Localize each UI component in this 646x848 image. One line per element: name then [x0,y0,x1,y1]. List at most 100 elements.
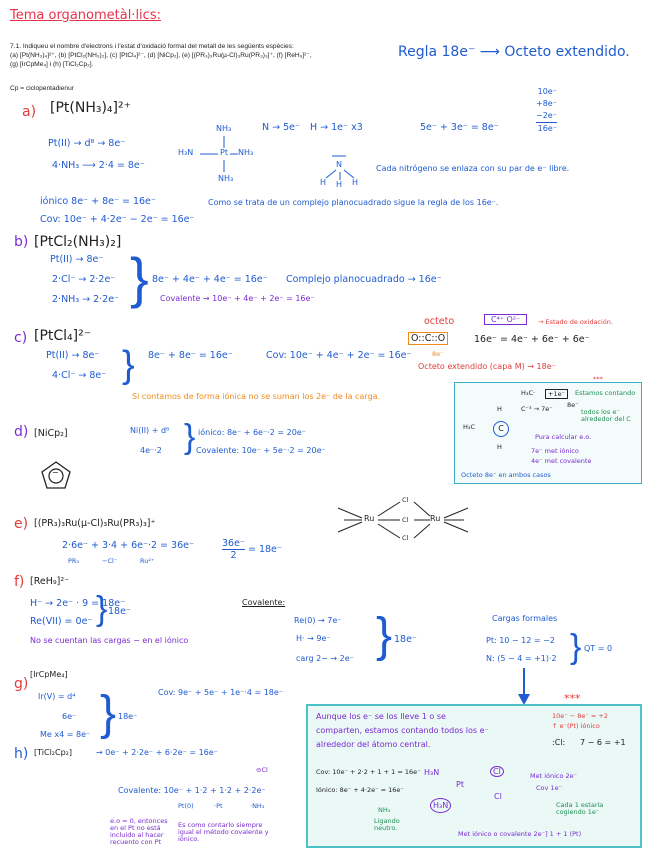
methyl-eight: 8e⁻ [567,401,579,409]
a-h1: H → 1e⁻ x3 [310,122,363,133]
f-qt: QT = 0 [584,644,613,653]
task-statement: 7.1. Indiqueu el nombre d'electrons i l'… [10,42,312,69]
ru-bonds [337,501,469,539]
c-ox-state: C⁴⁺ O²⁻ [484,314,528,325]
c-count: 16e⁻ = 4e⁻ + 6e⁻ + 6e⁻ [474,334,590,345]
d-cp: 4e⁻·2 [140,446,162,455]
formula-c: [PtCl₄]²⁻ [34,328,92,344]
amine-drawing: N H H H [318,148,364,192]
d-ionic: iónico: 8e⁻ + 6e⁻·2 = 20e⁻ [198,428,306,437]
cp-ring-icon [41,461,71,489]
e-sum: 2·6e⁻ + 3·4 + 6e⁻·2 = 36e⁻ [62,540,194,551]
cl-mid: Cl [402,516,409,524]
rule-18e: Regla 18e⁻ ⟶ Octeto extendido. [398,44,630,60]
methyl-h-top: H [497,405,502,413]
methyl-pure: Pura calcular e.o. [535,433,592,441]
box-pt: Pt [456,780,464,789]
complex-pt-center: Pt [220,148,228,157]
formula-g: [IrCpMe₄] [30,670,68,679]
e-frac: 36e⁻2 = 18e⁻ [222,538,282,561]
a-sum5: 5e⁻ + 3e⁻ = 8e⁻ [420,122,499,133]
box-ionic: Iónico: 8e⁻ + 4·2e⁻ = 16e⁻ [316,786,404,794]
methyl-bottom: Octeto 8e⁻ en ambos casos [461,471,551,479]
c-lewis: O::C::O [408,332,449,345]
g-me: Me x4 = 8e⁻ [40,730,91,739]
box-h3n: H₃N [424,768,440,777]
f-charges-title: Cargas formales [492,614,558,623]
b-nh3: 2·NH₃ → 2·2e⁻ [52,294,120,305]
h-under-1: Pt(0) [178,802,194,810]
complex-bonds [200,136,238,172]
e-under-2: −Cl⁻ [102,557,118,565]
box-cada: Cada 1 estaría cogiendo 1e⁻ [556,801,604,816]
c-orange-note: Si contamos de forma iónica no se suman … [132,392,381,401]
label-h: h) [14,746,29,762]
methyl-top-note: Estamos contando [575,389,636,397]
f-h: H⁻ → 2e⁻ · 9 = 18e⁻ [30,598,126,609]
label-a: a) [22,104,37,120]
g-cov: Cov: 9e⁻ + 5e⁻ + 1e⁻·4 = 18e⁻ [158,688,284,697]
f-cov-charge: carg 2− → 2e⁻ [296,654,354,663]
rule-text: Regla 18e⁻ [398,44,476,60]
ru-left: Ru [364,514,375,523]
f-sum: 18e⁻ [108,606,131,617]
cp-ring-charge: − [52,468,59,477]
amine-h2: H [336,180,343,189]
rule-result: Octeto extendido. [504,44,630,60]
box-right-1: 10e⁻ − 8e⁻ = +2 [552,712,609,720]
methyl-eight-note: todos los e⁻ alrededor del C [581,408,631,423]
d-cov: Covalente: 10e⁻ + 5e⁻·2 = 20e⁻ [196,446,326,455]
a-n5: N → 5e⁻ [262,122,301,133]
b-note: Complejo planocuadrado → 16e⁻ [286,274,442,285]
methyl-ionic: 7e⁻ met iónico [531,447,579,455]
methyl-h3c: H₃C· [521,389,536,397]
methyl-h3c-left: H₃C [463,423,476,431]
g-brace: } [100,687,117,740]
a-covalent: Cov: 10e⁻ + 4·2e⁻ − 2e⁻ = 16e⁻ [40,214,195,225]
complex-nh3-top: NH₃ [216,124,232,133]
box-cov-1e: Cov 1e⁻ [536,784,562,792]
complex-nh3-bottom: NH₃ [218,174,234,183]
methyl-c: C [493,421,509,437]
task-line-3: (g) [IrCpMe₄] i (h) [TiCl₂Cp₂]. [10,61,94,68]
a-nh3-line: 4·NH₃ ⟶ 2·4 = 8e⁻ [52,160,145,171]
arrow-down-icon [518,668,530,705]
f-re: Re(VII) = 0e⁻ [30,616,93,627]
f-cov-brace: } [376,609,393,662]
complex-h3n-left: H₃N [178,148,194,157]
a-stack-3: −2e⁻ [536,110,557,123]
label-f: f) [14,574,25,590]
amine-h3: H [352,178,359,187]
g-ir: Ir(V) = d⁴ [38,692,76,701]
a-square-note: Como se trata de un complejo planocuadra… [208,198,499,207]
methyl-cov: 4e⁻ met covalente [531,457,592,465]
h-left-note: e.o = 0, entonces en el Pt no está inclu… [110,817,168,846]
e-frac-den: 2 [222,549,245,561]
f-cov-sum: 18e⁻ [394,634,417,645]
h-under-3: ·NH₃ [250,802,265,810]
h-cov: Covalente: 10e⁻ + 1·2 + 1·2 + 2·2e⁻ [118,786,266,795]
b-covalent: Covalente → 10e⁻ + 4e⁻ + 2e⁻ = 16e⁻ [160,294,315,303]
b-cl: 2·Cl⁻ → 2·2e⁻ [52,274,116,285]
b-brace: } [130,246,149,309]
box-cov: Cov: 10e⁻ + 2·2 + 1 + 1 = 16e⁻ [316,768,421,776]
amine-n: N [336,160,342,169]
box-h3n-2: H₃N [430,798,452,813]
g-cp: 6e⁻ [62,712,77,721]
c-extended: Octeto extendido (capa M) → 18e⁻ [418,362,556,371]
formula-f: [ReH₉]²⁻ [30,576,70,587]
d-ni: Ni(II) + d⁸ [130,426,170,435]
pt-complex-drawing: NH₃ H₃N Pt NH₃ NH₃ [178,124,270,192]
a-stack-1: 10e⁻ [537,87,557,96]
amine-h1: H [320,178,327,187]
task-line-1: 7.1. Indiqueu el nombre d'electrons i l'… [10,43,294,50]
a-stack: 10e⁻ +8e⁻ −2e⁻ 16e⁻ [536,86,557,135]
box-stars: *** [564,692,581,705]
c-sum: 8e⁻ + 8e⁻ = 16e⁻ [148,350,233,361]
f-n-charge: N: (5 − 4 = +1)·2 [486,654,557,663]
page-title: Tema organometàl·lics: [10,8,161,23]
f-pt-charge: Pt: 10 − 12 = −2 [486,636,555,645]
complex-nh3-right: NH₃ [238,148,254,157]
c-cl: 4·Cl⁻ → 8e⁻ [52,370,107,381]
h-brace-note: Es como contarlo siempre igual el método… [178,821,269,843]
